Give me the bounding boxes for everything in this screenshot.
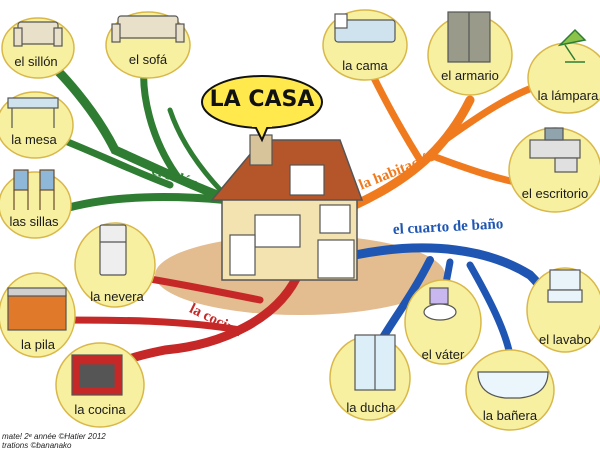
washbasin-icon: [547, 269, 583, 303]
bubble-vater: [404, 279, 482, 365]
toilet-icon: [423, 287, 457, 321]
label-ducha: la ducha: [346, 400, 396, 415]
label-sofa: el sofá: [128, 52, 168, 67]
label-vater: el váter: [421, 347, 465, 362]
bed-icon: [334, 13, 396, 43]
shower-icon: [354, 334, 396, 391]
bathtub-icon: [477, 371, 549, 399]
fridge-icon: [99, 224, 127, 276]
stove-icon: [71, 354, 123, 396]
credit-line-1: mate! 2ᵉ année ©Hatier 2012: [2, 432, 106, 441]
label-sillas: las sillas: [9, 214, 59, 229]
label-escritorio: el escritorio: [521, 186, 589, 201]
label-lampara: la lámpara: [537, 88, 599, 103]
label-pila: la pila: [21, 337, 55, 352]
label-mesa: la mesa: [11, 132, 57, 147]
label-cocina: la cocina: [74, 402, 126, 417]
label-banera: la bañera: [482, 408, 538, 423]
sink-unit-icon: [7, 287, 67, 331]
label-lavabo: el lavabo: [538, 332, 592, 347]
credit-line-2: trations ©bananako: [2, 441, 72, 450]
title-speech-bubble: [201, 75, 323, 143]
lamp-icon: [557, 28, 587, 63]
table-icon: [7, 97, 59, 128]
page-title: LA CASA: [209, 87, 315, 112]
label-nevera: la nevera: [90, 289, 144, 304]
label-sillon: el sillón: [14, 54, 58, 69]
desk-icon: [529, 127, 581, 173]
armchair-icon: [13, 21, 63, 47]
label-armario: el armario: [441, 68, 499, 83]
label-cama: la cama: [342, 58, 388, 73]
wardrobe-icon: [447, 11, 491, 63]
chairs-icon: [13, 169, 55, 210]
house-illustration: [210, 134, 364, 281]
sofa-icon: [111, 15, 185, 43]
bubble-lavabo: [526, 267, 600, 353]
